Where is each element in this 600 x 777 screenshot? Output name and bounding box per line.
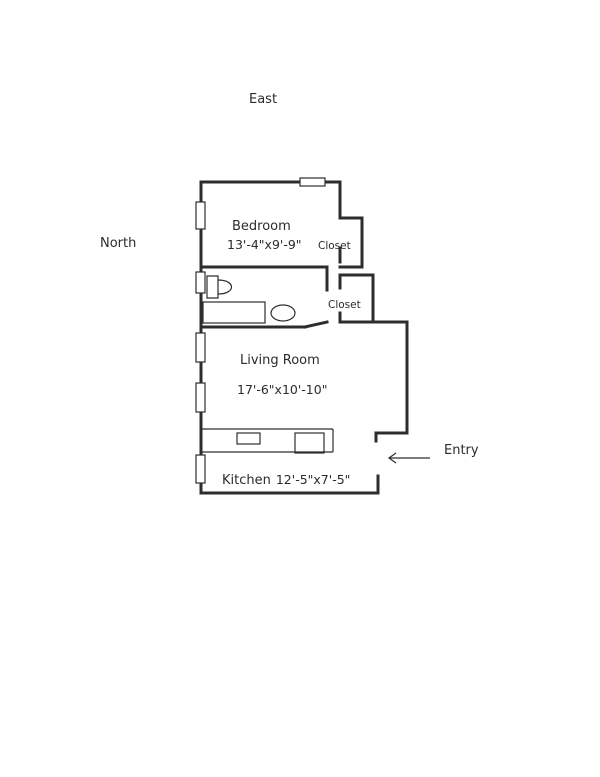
kitchen-label: Kitchen [222, 473, 271, 488]
window-north-living-1 [195, 332, 206, 363]
stove-icon [294, 432, 325, 454]
window-north-bedroom [195, 201, 206, 230]
living-room-dimensions: 17'-6"x10'-10" [237, 382, 327, 397]
bathroom-fixtures [202, 275, 296, 324]
bedroom-dimensions: 13'-4"x9'-9" [227, 237, 302, 252]
window-north-living-2 [195, 382, 206, 413]
toilet-icon [206, 275, 233, 299]
kitchen-dimensions: 12'-5"x7'-5" [276, 472, 351, 487]
bedroom-label: Bedroom [232, 219, 291, 234]
sink-icon [270, 304, 296, 322]
closet-2-label: Closet [328, 299, 361, 311]
entry-label: Entry [444, 443, 479, 458]
window-north-kitchen [195, 454, 206, 484]
window-east-bedroom [299, 177, 326, 187]
windows [195, 177, 326, 484]
compass-north-label: North [100, 236, 136, 251]
closet-1-label: Closet [318, 240, 351, 252]
walls [199, 180, 409, 495]
kitchen-fixtures [201, 428, 334, 454]
entry-arrow-icon [387, 452, 430, 464]
living-room-label: Living Room [240, 353, 320, 368]
window-north-bath [195, 271, 206, 294]
bathtub-icon [202, 301, 266, 324]
compass-east-label: East [249, 92, 277, 107]
sink-counter-icon [236, 432, 261, 445]
